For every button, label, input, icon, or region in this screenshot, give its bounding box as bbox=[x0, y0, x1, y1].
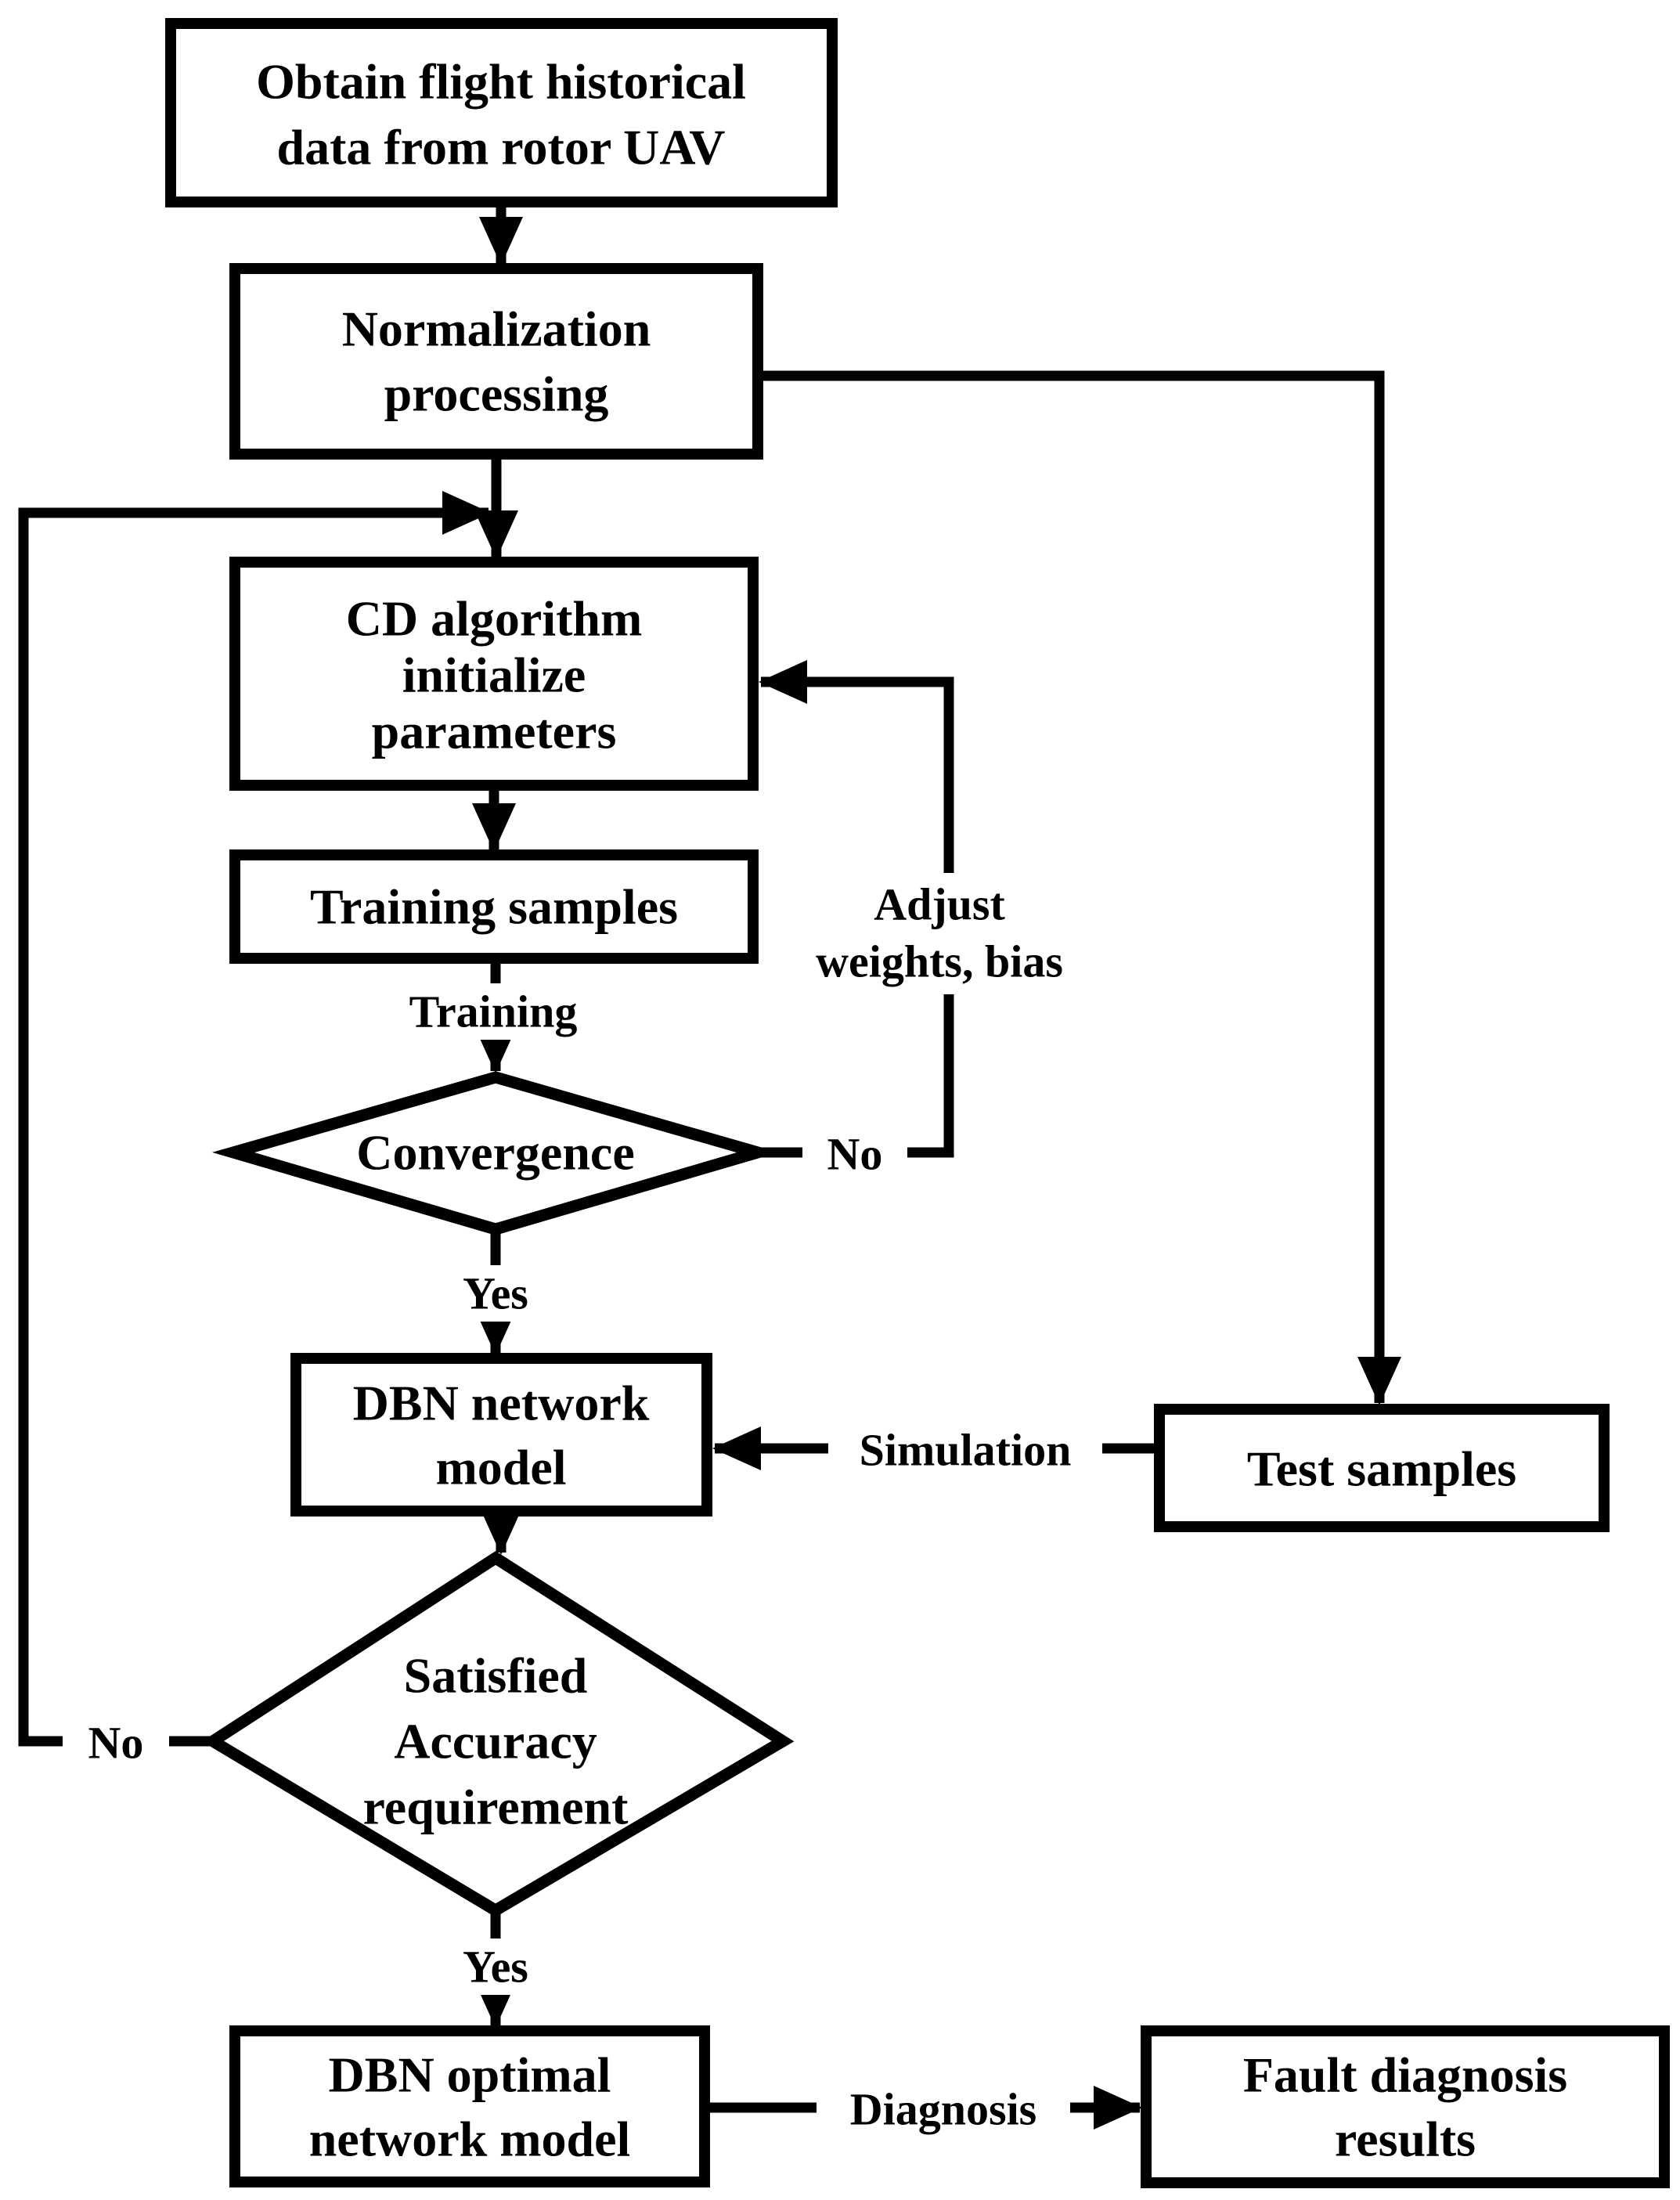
node-normalization-processing: Normalization processing bbox=[229, 263, 763, 460]
node-cd-algorithm-line3: parameters bbox=[372, 704, 617, 759]
node-training-samples-box bbox=[229, 849, 759, 964]
edge-label-satisfied-yes-group: Yes bbox=[441, 1939, 550, 1995]
node-dbn-network-model: DBN network model bbox=[290, 1353, 712, 1517]
node-normalization-processing-box bbox=[229, 263, 763, 460]
edge-label-simulation-group: Simulation bbox=[828, 1422, 1102, 1478]
node-obtain-flight-data-line2: data from rotor UAV bbox=[277, 120, 726, 175]
node-convergence-line1: Convergence bbox=[356, 1125, 634, 1181]
node-fault-results-line2: results bbox=[1335, 2112, 1476, 2167]
edge-label-simulation: Simulation bbox=[860, 1425, 1072, 1476]
edge-label-diagnosis-bg bbox=[817, 2081, 1070, 2137]
edge-label-convergence-yes-bg bbox=[441, 1265, 550, 1322]
edge-label-convergence-yes-group: Yes bbox=[441, 1265, 550, 1322]
edge-label-convergence-no: No bbox=[827, 1129, 883, 1180]
edge-label-convergence-yes: Yes bbox=[463, 1268, 528, 1319]
edge-label-training: Training bbox=[409, 986, 578, 1037]
node-test-samples-box bbox=[1154, 1404, 1610, 1532]
node-satisfied-accuracy-decision: Satisfied Accuracy requirement bbox=[201, 1551, 795, 1917]
edge-label-convergence-no-bg bbox=[802, 1126, 907, 1182]
node-obtain-flight-data-line1: Obtain flight historical bbox=[256, 54, 746, 110]
node-test-samples-line1: Test samples bbox=[1247, 1441, 1516, 1497]
edge-label-adjust-line2: weights, bias bbox=[816, 936, 1063, 987]
edge-label-training-group: Training bbox=[391, 983, 595, 1040]
node-dbn-optimal-line2: network model bbox=[309, 2112, 631, 2167]
node-test-samples: Test samples bbox=[1154, 1404, 1610, 1532]
node-cd-algorithm-line2: initialize bbox=[402, 647, 586, 703]
node-dbn-network-line2: model bbox=[435, 1440, 566, 1495]
node-fault-results-line1: Fault diagnosis bbox=[1243, 2047, 1567, 2103]
node-training-samples: Training samples bbox=[229, 849, 759, 964]
node-convergence-diamond bbox=[212, 1071, 779, 1235]
edge-label-adjust-bg bbox=[795, 873, 1088, 994]
node-satisfied-accuracy-diamond bbox=[201, 1551, 795, 1917]
node-convergence-decision: Convergence bbox=[212, 1071, 779, 1235]
node-obtain-flight-data-box bbox=[165, 18, 838, 207]
node-dbn-optimal-model: DBN optimal network model bbox=[229, 2025, 710, 2187]
connector-normalization-to-test-samples bbox=[758, 370, 1401, 1405]
node-cd-algorithm-line1: CD algorithm bbox=[346, 591, 643, 647]
edge-label-simulation-bg bbox=[828, 1422, 1102, 1478]
edge-label-diagnosis: Diagnosis bbox=[850, 2084, 1037, 2135]
edge-label-satisfied-no-bg bbox=[63, 1715, 169, 1771]
node-dbn-network-line1: DBN network bbox=[353, 1376, 650, 1431]
node-satisfied-line1: Satisfied bbox=[404, 1648, 588, 1704]
node-cd-algorithm-box bbox=[229, 557, 759, 791]
edge-label-satisfied-no-group: No bbox=[63, 1715, 169, 1771]
edge-label-convergence-no-group: No bbox=[802, 1126, 907, 1182]
edge-label-adjust-line1: Adjust bbox=[874, 879, 1005, 930]
edge-label-diagnosis-group: Diagnosis bbox=[817, 2081, 1070, 2137]
node-satisfied-line2: Accuracy bbox=[394, 1714, 597, 1769]
node-cd-algorithm: CD algorithm initialize parameters bbox=[229, 557, 759, 791]
node-obtain-flight-data: Obtain flight historical data from rotor… bbox=[165, 18, 838, 207]
edge-label-training-bg bbox=[391, 983, 595, 1040]
node-dbn-optimal-line1: DBN optimal bbox=[329, 2047, 611, 2103]
node-normalization-line1: Normalization bbox=[342, 301, 651, 357]
node-fault-diagnosis-results: Fault diagnosis results bbox=[1141, 2025, 1670, 2188]
edge-label-satisfied-yes-bg bbox=[441, 1939, 550, 1995]
node-training-samples-line1: Training samples bbox=[310, 879, 678, 935]
edge-label-satisfied-no: No bbox=[88, 1718, 144, 1769]
edge-label-adjust-weights-bias-group: Adjust weights, bias bbox=[795, 873, 1088, 994]
node-fault-diagnosis-results-box bbox=[1141, 2025, 1670, 2188]
node-normalization-line2: processing bbox=[384, 366, 609, 422]
node-satisfied-line3: requirement bbox=[363, 1780, 629, 1835]
node-dbn-network-model-box bbox=[290, 1353, 712, 1517]
node-dbn-optimal-model-box bbox=[229, 2025, 710, 2187]
edge-label-satisfied-yes: Yes bbox=[463, 1942, 528, 1993]
